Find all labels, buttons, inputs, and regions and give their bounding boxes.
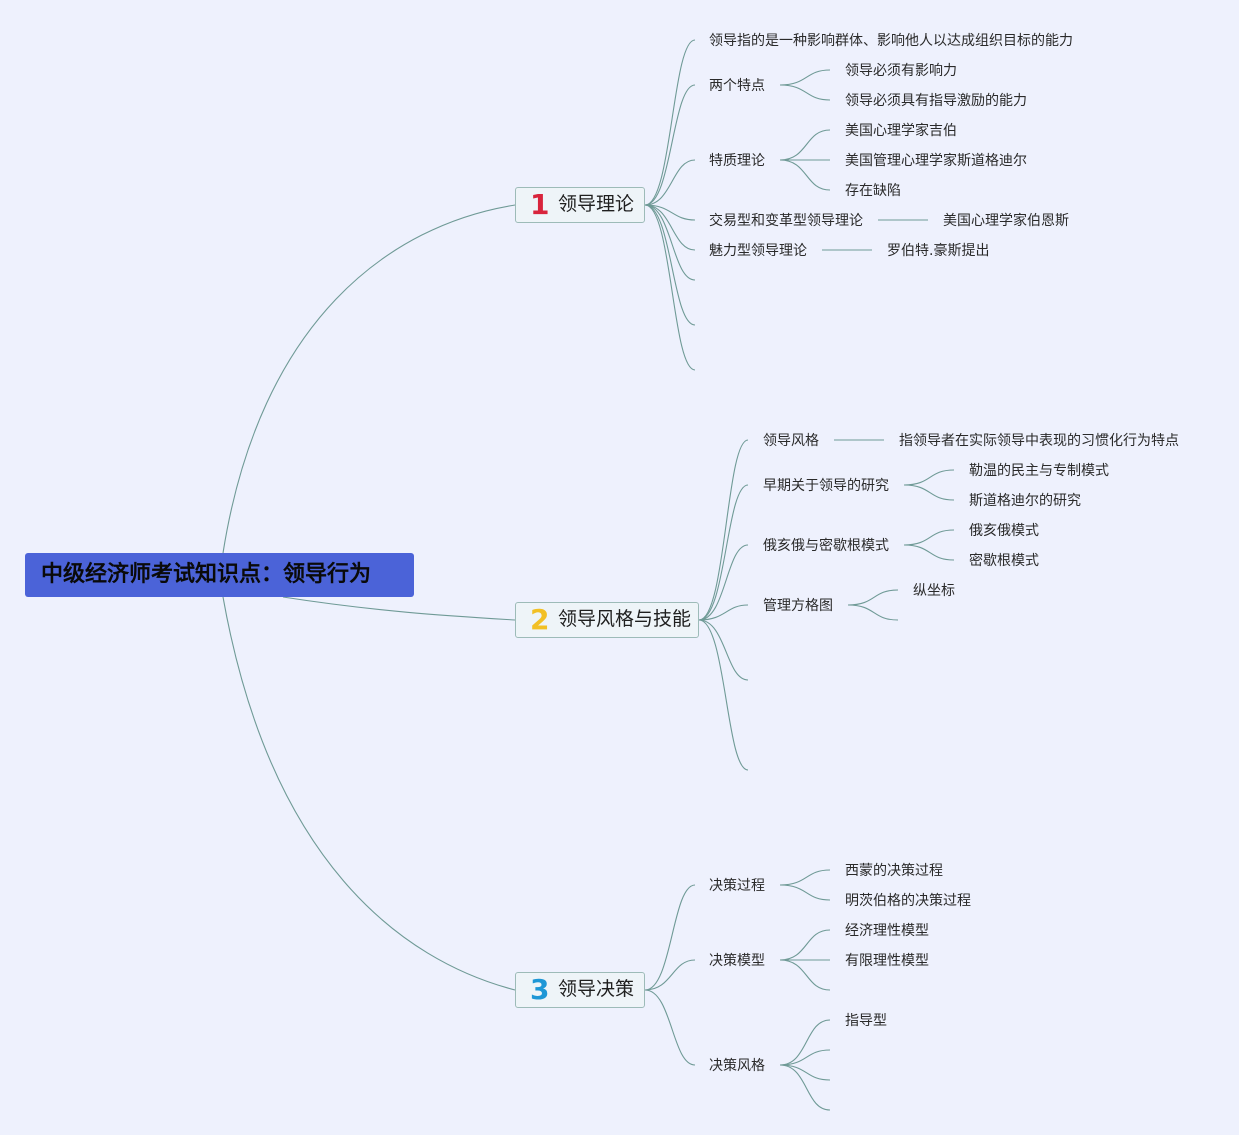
leaf-topic[interactable]: 罗伯特.豪斯提出: [887, 243, 990, 259]
subtopic[interactable]: 管理方格图: [763, 598, 833, 614]
main-topic-label: 领导风格与技能: [558, 608, 692, 630]
connector: [644, 84, 696, 206]
connector: [779, 959, 831, 991]
leaf-topic[interactable]: 指导型: [845, 1013, 887, 1029]
connector: [644, 204, 696, 281]
subtopic[interactable]: 决策风格: [709, 1058, 765, 1074]
connector: [644, 204, 696, 221]
leaf-topic[interactable]: 勒温的民主与专制模式: [969, 463, 1109, 479]
leaf-topic[interactable]: 密歇根模式: [969, 553, 1039, 569]
connector: [698, 439, 749, 621]
leaf-topic[interactable]: 俄亥俄模式: [969, 523, 1039, 539]
connector: [222, 204, 516, 554]
connector: [779, 84, 831, 101]
subtopic[interactable]: 交易型和变革型领导理论: [709, 213, 863, 229]
main-topic-label: 领导决策: [558, 978, 635, 1000]
connector: [779, 69, 831, 86]
connector: [779, 869, 831, 886]
connector: [282, 596, 516, 621]
connector: [779, 884, 831, 901]
root-topic[interactable]: 中级经济师考试知识点：领导行为: [25, 553, 414, 597]
connector: [779, 1019, 831, 1066]
subtopic[interactable]: 早期关于领导的研究: [763, 478, 889, 494]
connector: [779, 159, 831, 191]
connector: [779, 1049, 831, 1066]
main-topic-2[interactable]: 2 领导风格与技能: [515, 602, 699, 638]
subtopic[interactable]: 决策模型: [709, 953, 765, 969]
subtopic[interactable]: 两个特点: [709, 78, 765, 94]
root-topic-label: 中级经济师考试知识点：领导行为: [41, 562, 372, 587]
connector: [903, 469, 955, 486]
main-topic-3[interactable]: 3 领导决策: [515, 972, 645, 1008]
connector: [698, 544, 749, 621]
leaf-topic[interactable]: 领导必须具有指导激励的能力: [845, 93, 1027, 109]
connector: [222, 596, 516, 991]
leaf-topic[interactable]: 指领导者在实际领导中表现的习惯化行为特点: [899, 433, 1179, 449]
connector: [698, 484, 749, 621]
topic-number-2: 2: [530, 603, 550, 636]
connector: [779, 929, 831, 961]
topic-number-1: 1: [530, 188, 550, 221]
subtopic[interactable]: 特质理论: [709, 153, 765, 169]
connector: [644, 204, 696, 251]
leaf-topic[interactable]: 西蒙的决策过程: [845, 863, 943, 879]
connector: [903, 544, 955, 561]
subtopic[interactable]: 领导指的是一种影响群体、影响他人以达成组织目标的能力: [709, 33, 1073, 49]
subtopic[interactable]: 领导风格: [763, 433, 819, 449]
connector: [698, 604, 749, 621]
connector: [779, 129, 831, 161]
leaf-topic[interactable]: 存在缺陷: [845, 183, 901, 199]
connector: [644, 989, 696, 1066]
leaf-topic[interactable]: 领导必须有影响力: [845, 63, 957, 79]
leaf-topic[interactable]: 明茨伯格的决策过程: [845, 893, 971, 909]
leaf-topic[interactable]: 斯道格迪尔的研究: [969, 493, 1081, 509]
leaf-topic[interactable]: 有限理性模型: [845, 953, 929, 969]
connector: [847, 589, 899, 606]
connector: [644, 204, 696, 371]
leaf-topic[interactable]: 美国心理学家伯恩斯: [943, 213, 1069, 229]
leaf-topic[interactable]: 纵坐标: [913, 583, 955, 599]
leaf-topic[interactable]: 美国心理学家吉伯: [845, 123, 957, 139]
subtopic[interactable]: 魅力型领导理论: [709, 243, 807, 259]
connector: [779, 1064, 831, 1111]
leaf-topic[interactable]: 美国管理心理学家斯道格迪尔: [845, 153, 1027, 169]
connector: [698, 619, 749, 771]
subtopic[interactable]: 俄亥俄与密歇根模式: [763, 538, 889, 554]
connector: [779, 1064, 831, 1081]
connector: [644, 159, 696, 206]
connector: [644, 959, 696, 991]
leaf-topic[interactable]: 经济理性模型: [845, 923, 929, 939]
connector: [903, 529, 955, 546]
connector: [644, 884, 696, 991]
connector: [847, 604, 899, 621]
subtopic[interactable]: 决策过程: [709, 878, 765, 894]
main-topic-1[interactable]: 1 领导理论: [515, 187, 645, 223]
connector: [698, 619, 749, 681]
connector: [644, 39, 696, 206]
main-topic-label: 领导理论: [558, 193, 635, 215]
connector: [644, 204, 696, 326]
topic-number-3: 3: [530, 973, 550, 1006]
connector: [903, 484, 955, 501]
